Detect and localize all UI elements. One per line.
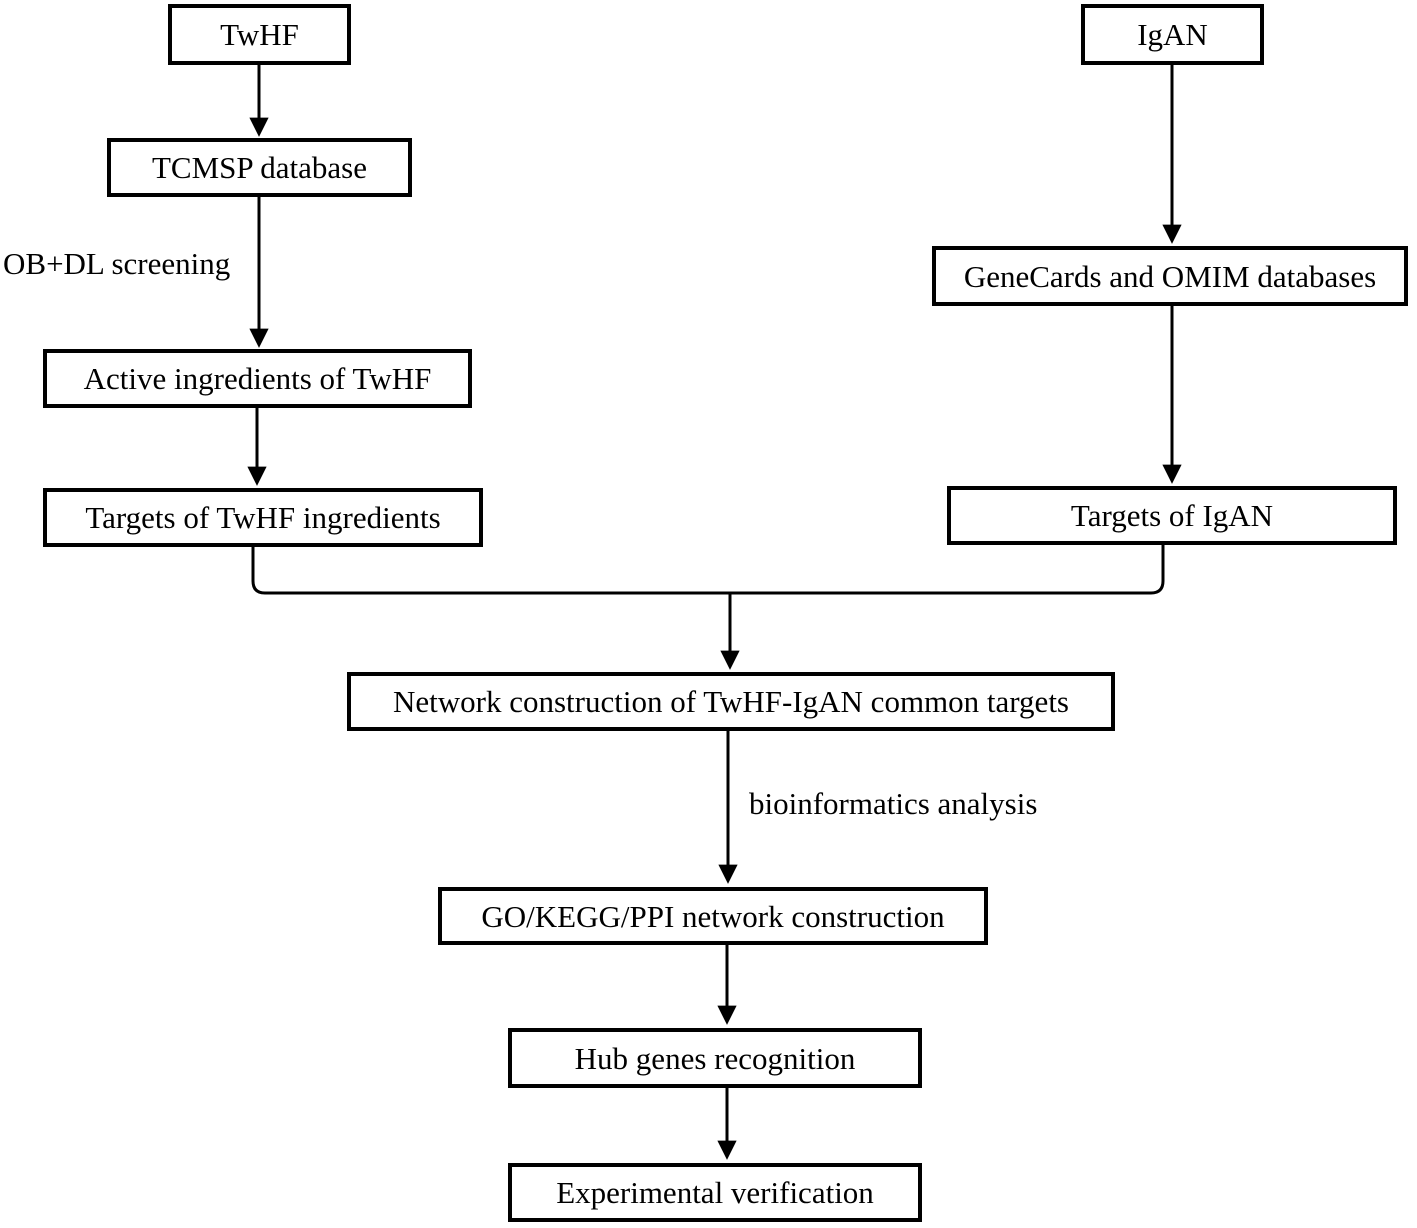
node-genecards-and-omim-databases: GeneCards and OMIM databases xyxy=(932,246,1408,306)
node-twhf: TwHF xyxy=(168,4,351,65)
edge-label-ob-dl-screening: OB+DL screening xyxy=(3,246,231,281)
node-experimental-verification: Experimental verification xyxy=(508,1163,922,1222)
node-tcmsp-database: TCMSP database xyxy=(107,138,412,197)
node-hub-genes-recognition: Hub genes recognition xyxy=(508,1028,922,1088)
node-go-kegg-ppi-network-construction: GO/KEGG/PPI network construction xyxy=(438,887,988,945)
connector-targets-merge-bracket xyxy=(251,545,1165,595)
node-network-construction-common-targets: Network construction of TwHF-IgAN common… xyxy=(347,672,1115,731)
node-targets-of-twhf-ingredients: Targets of TwHF ingredients xyxy=(43,488,483,547)
node-active-ingredients-of-twhf: Active ingredients of TwHF xyxy=(43,349,472,408)
node-igan: IgAN xyxy=(1081,4,1264,65)
edge-label-bioinformatics-analysis: bioinformatics analysis xyxy=(749,786,1038,821)
node-targets-of-igan: Targets of IgAN xyxy=(947,486,1397,545)
